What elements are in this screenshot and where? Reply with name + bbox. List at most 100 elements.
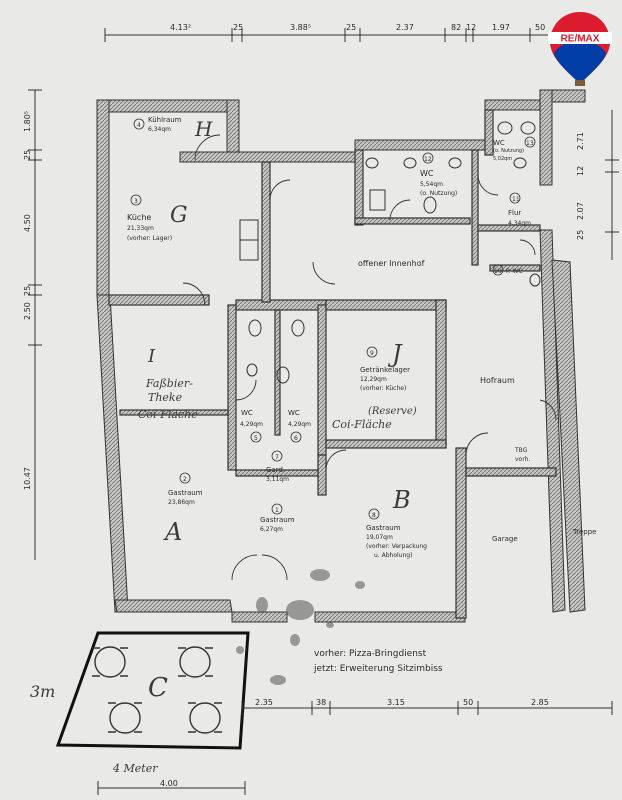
room-8-note-2: u. Abholung) — [374, 552, 412, 559]
courtyard-label: offener Innenhof — [358, 259, 425, 268]
room-4-area: 6,34qm — [148, 126, 171, 133]
handwritten-fassbier: Faßbier- — [145, 377, 193, 390]
room-3-name: Küche — [127, 213, 151, 222]
room-7-name: Gard. — [266, 466, 285, 474]
dim-top-6: 82 — [451, 23, 461, 32]
dim-top-2: 25 — [233, 23, 243, 32]
room-number-marker — [509, 192, 521, 204]
handwritten-coi-right: Coi-Fläche — [332, 418, 392, 431]
room-1-area: 6,27qm — [260, 526, 283, 533]
interior-walls — [108, 109, 557, 619]
room-number-marker — [290, 431, 302, 443]
dim-bottom-2: 38 — [316, 698, 326, 707]
room-11-name: Flur — [508, 209, 521, 217]
room-5-name: WC — [241, 409, 253, 417]
room-2-area: 23,86qm — [168, 499, 195, 506]
room-number-marker — [271, 503, 283, 515]
note-jetzt: jetzt: Erweiterung Sitzimbiss — [313, 664, 443, 674]
room-12-area: 5,54qm — [420, 181, 443, 188]
room-3-area: 21,33qm — [127, 225, 154, 232]
handwritten-i: I — [147, 346, 156, 367]
room-12-name: WC — [420, 169, 434, 178]
room-2-letter: A — [163, 518, 182, 546]
garage-label: Garage — [492, 535, 518, 543]
room-8-note-1: (vorher: Verpackung — [366, 543, 427, 550]
room-1-name: Gastraum — [260, 516, 295, 524]
dim-bottom-4: 50 — [463, 698, 473, 707]
dim-left-5: 2.50 — [23, 302, 32, 320]
dim-bottom-3: 3.15 — [387, 698, 405, 707]
room-number-marker — [422, 152, 434, 164]
room-13-name: WC — [493, 139, 505, 147]
room-6-area: 4,29qm — [288, 421, 311, 428]
room-13-number: 13 — [526, 140, 534, 147]
dimension-line-top — [104, 28, 548, 42]
room-7-area: 3,11qm — [266, 476, 289, 483]
dimension-line-right — [605, 110, 619, 260]
room-13-area: 5,02qm — [493, 156, 512, 162]
treppe-label: Treppe — [572, 528, 596, 536]
room-number-marker — [179, 472, 191, 484]
dim-right-4: 25 — [576, 230, 585, 240]
hofraum-label: Hofraum — [480, 376, 515, 385]
terrace-table-group — [92, 646, 222, 734]
room-8-letter: B — [392, 486, 411, 514]
dim-left-6: 10.47 — [23, 467, 32, 490]
dim-top-8: 1.97 — [492, 23, 510, 32]
sanitary-fixtures — [239, 121, 541, 384]
handwritten-coi-left: Coi-Fläche — [138, 408, 198, 421]
room-3-note: (vorher: Lager) — [127, 235, 172, 242]
dim-right-3: 2.07 — [576, 202, 585, 220]
dim-top-7: 12 — [466, 23, 476, 32]
room-number-marker — [250, 431, 262, 443]
dim-left-1: 1.80⁵ — [23, 111, 32, 132]
dim-top-3: 3.88⁵ — [290, 23, 311, 32]
room-9-number: 9 — [370, 350, 374, 357]
room-5-area: 4,29qm — [240, 421, 263, 428]
room-3-number: 3 — [134, 198, 138, 205]
remax-logo: RE/MAX — [548, 12, 612, 86]
room-number-marker — [492, 264, 504, 276]
room-number-marker — [130, 194, 142, 206]
terrace-outline — [55, 631, 250, 750]
room-6-number: 6 — [294, 435, 298, 442]
room-3-letter: G — [170, 203, 188, 228]
tbg-label: TBG — [514, 447, 528, 454]
door-swings — [182, 134, 557, 581]
room-5-number: 5 — [254, 435, 258, 442]
room-number-marker — [133, 118, 145, 130]
dim-top-9: 50 — [535, 23, 545, 32]
room-1-number: 1 — [275, 507, 279, 514]
room-4-letter: H — [194, 117, 213, 141]
dim-top-4: 25 — [346, 23, 356, 32]
room-2-name: Gastraum — [168, 489, 203, 497]
dim-left-3: 4.50 — [23, 214, 32, 232]
room-9-letter: J — [387, 340, 403, 368]
dim-right-1: 2.71 — [576, 132, 585, 150]
room-12-note: (o. Nutzung) — [420, 190, 457, 197]
outer-walls — [96, 89, 586, 623]
room-13-note: (o. Nutzung) — [493, 148, 524, 154]
note-vorher: vorher: Pizza-Bringdienst — [314, 649, 427, 659]
room-2-number: 2 — [183, 476, 187, 483]
dim-right-2: 12 — [576, 166, 585, 176]
dimension-line-left — [28, 89, 42, 560]
dim-left-2: 25 — [23, 150, 32, 160]
stain-marks — [236, 569, 365, 685]
room-8-area: 19,07qm — [366, 534, 393, 541]
room-number-marker — [524, 136, 536, 148]
handwritten-reserve: (Reserve) — [368, 406, 417, 417]
room-number-marker — [368, 508, 380, 520]
room-11-number: 11 — [512, 196, 520, 203]
dim-top-1: 4.13² — [170, 23, 191, 32]
room-12-number: 12 — [424, 156, 432, 163]
tbg-note: vorh. — [515, 456, 530, 463]
terrace-letter: C — [148, 673, 168, 703]
room-number-marker — [366, 346, 378, 358]
room-4-name: Kühlraum — [148, 116, 182, 124]
room-10-number: 10 — [494, 268, 502, 275]
room-number-marker — [271, 450, 283, 462]
dim-bottom-width: 4.00 — [160, 779, 178, 788]
dim-top-5: 2.37 — [396, 23, 414, 32]
